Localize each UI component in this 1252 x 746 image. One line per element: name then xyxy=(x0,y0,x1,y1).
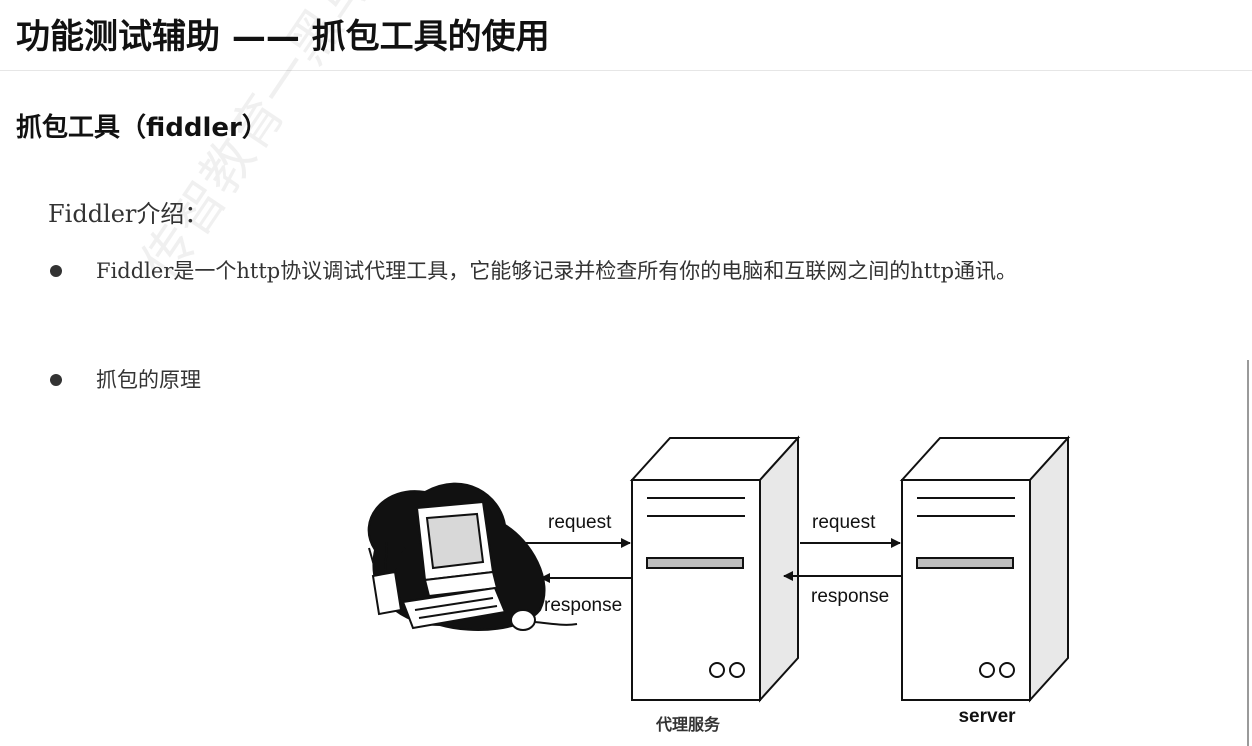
server-label: server xyxy=(958,706,1016,727)
proxy-capture-diagram: request response request response 代理服务 s… xyxy=(367,435,1071,734)
intro-label: Fiddler介绍： xyxy=(48,200,209,228)
left-response-label: response xyxy=(544,595,622,616)
bullet-dot-icon xyxy=(50,374,62,386)
right-request-label: request xyxy=(812,512,876,533)
right-response-label: response xyxy=(811,586,889,607)
section-heading: 抓包工具（fiddler） xyxy=(16,113,268,143)
client-computer-icon xyxy=(367,482,578,631)
title-divider xyxy=(0,70,1252,71)
bullet-text: Fiddler是一个http协议调试代理工具，它能够记录并检查所有你的电脑和互联… xyxy=(96,259,1018,283)
left-request-label: request xyxy=(548,512,612,533)
page-title: 功能测试辅助 —— 抓包工具的使用 xyxy=(16,17,550,57)
server-icon xyxy=(899,435,1071,703)
bullet-item-capture-principle: 抓包的原理 xyxy=(50,364,201,396)
proxy-label: 代理服务 xyxy=(655,715,721,734)
proxy-server-icon xyxy=(629,435,801,703)
bullet-item-fiddler-description: Fiddler是一个http协议调试代理工具，它能够记录并检查所有你的电脑和互联… xyxy=(50,255,1017,287)
page-edge-divider xyxy=(1247,360,1249,746)
bullet-dot-icon xyxy=(50,265,62,277)
bullet-text: 抓包的原理 xyxy=(96,368,201,392)
